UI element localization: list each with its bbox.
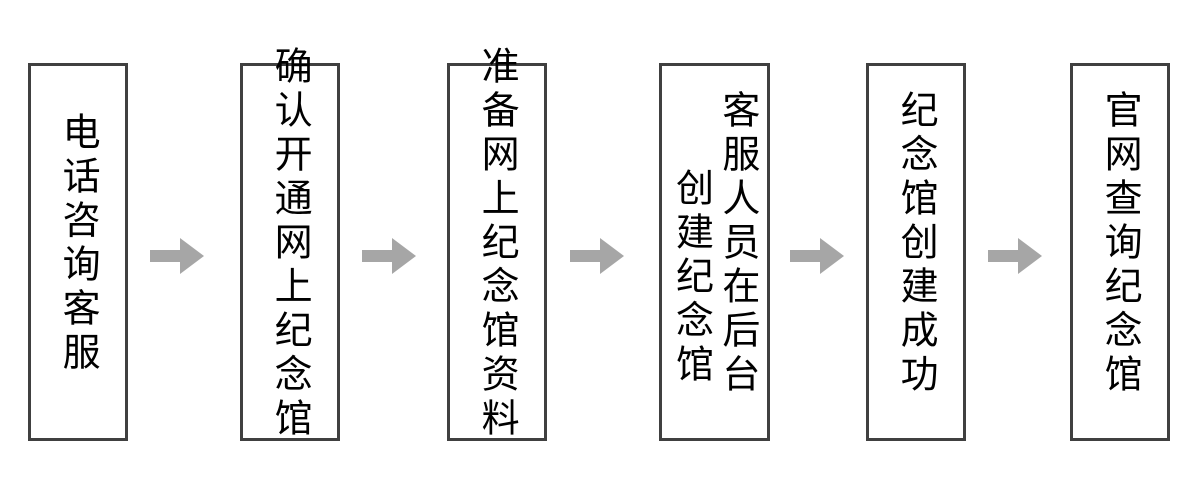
- flow-node-1-label: 电话咨询客服: [56, 112, 101, 376]
- flow-node-2[interactable]: 确认开通网上纪念馆: [240, 46, 340, 442]
- flow-node-3-label: 准备网上纪念馆资料: [475, 46, 520, 442]
- flow-node-1[interactable]: 电话咨询客服: [28, 63, 128, 441]
- flow-node-6[interactable]: 官网查询纪念馆: [1070, 63, 1170, 441]
- flow-node-6-label: 官网查询纪念馆: [1098, 90, 1143, 398]
- right-arrow-icon: [362, 236, 416, 276]
- right-arrow-icon: [570, 236, 624, 276]
- flow-node-4[interactable]: 客服人员在后台 创建纪念馆: [659, 63, 770, 441]
- right-arrow-icon: [150, 236, 204, 276]
- flow-node-4-label-column-2: 创建纪念馆: [669, 168, 714, 388]
- flow-node-3[interactable]: 准备网上纪念馆资料: [447, 46, 547, 442]
- flow-node-5-label: 纪念馆创建成功: [894, 90, 939, 398]
- flow-node-2-label: 确认开通网上纪念馆: [268, 46, 313, 442]
- flow-node-4-label-column-1: 客服人员在后台: [715, 90, 760, 398]
- right-arrow-icon: [790, 236, 844, 276]
- flow-node-5[interactable]: 纪念馆创建成功: [866, 63, 966, 441]
- right-arrow-icon: [988, 236, 1042, 276]
